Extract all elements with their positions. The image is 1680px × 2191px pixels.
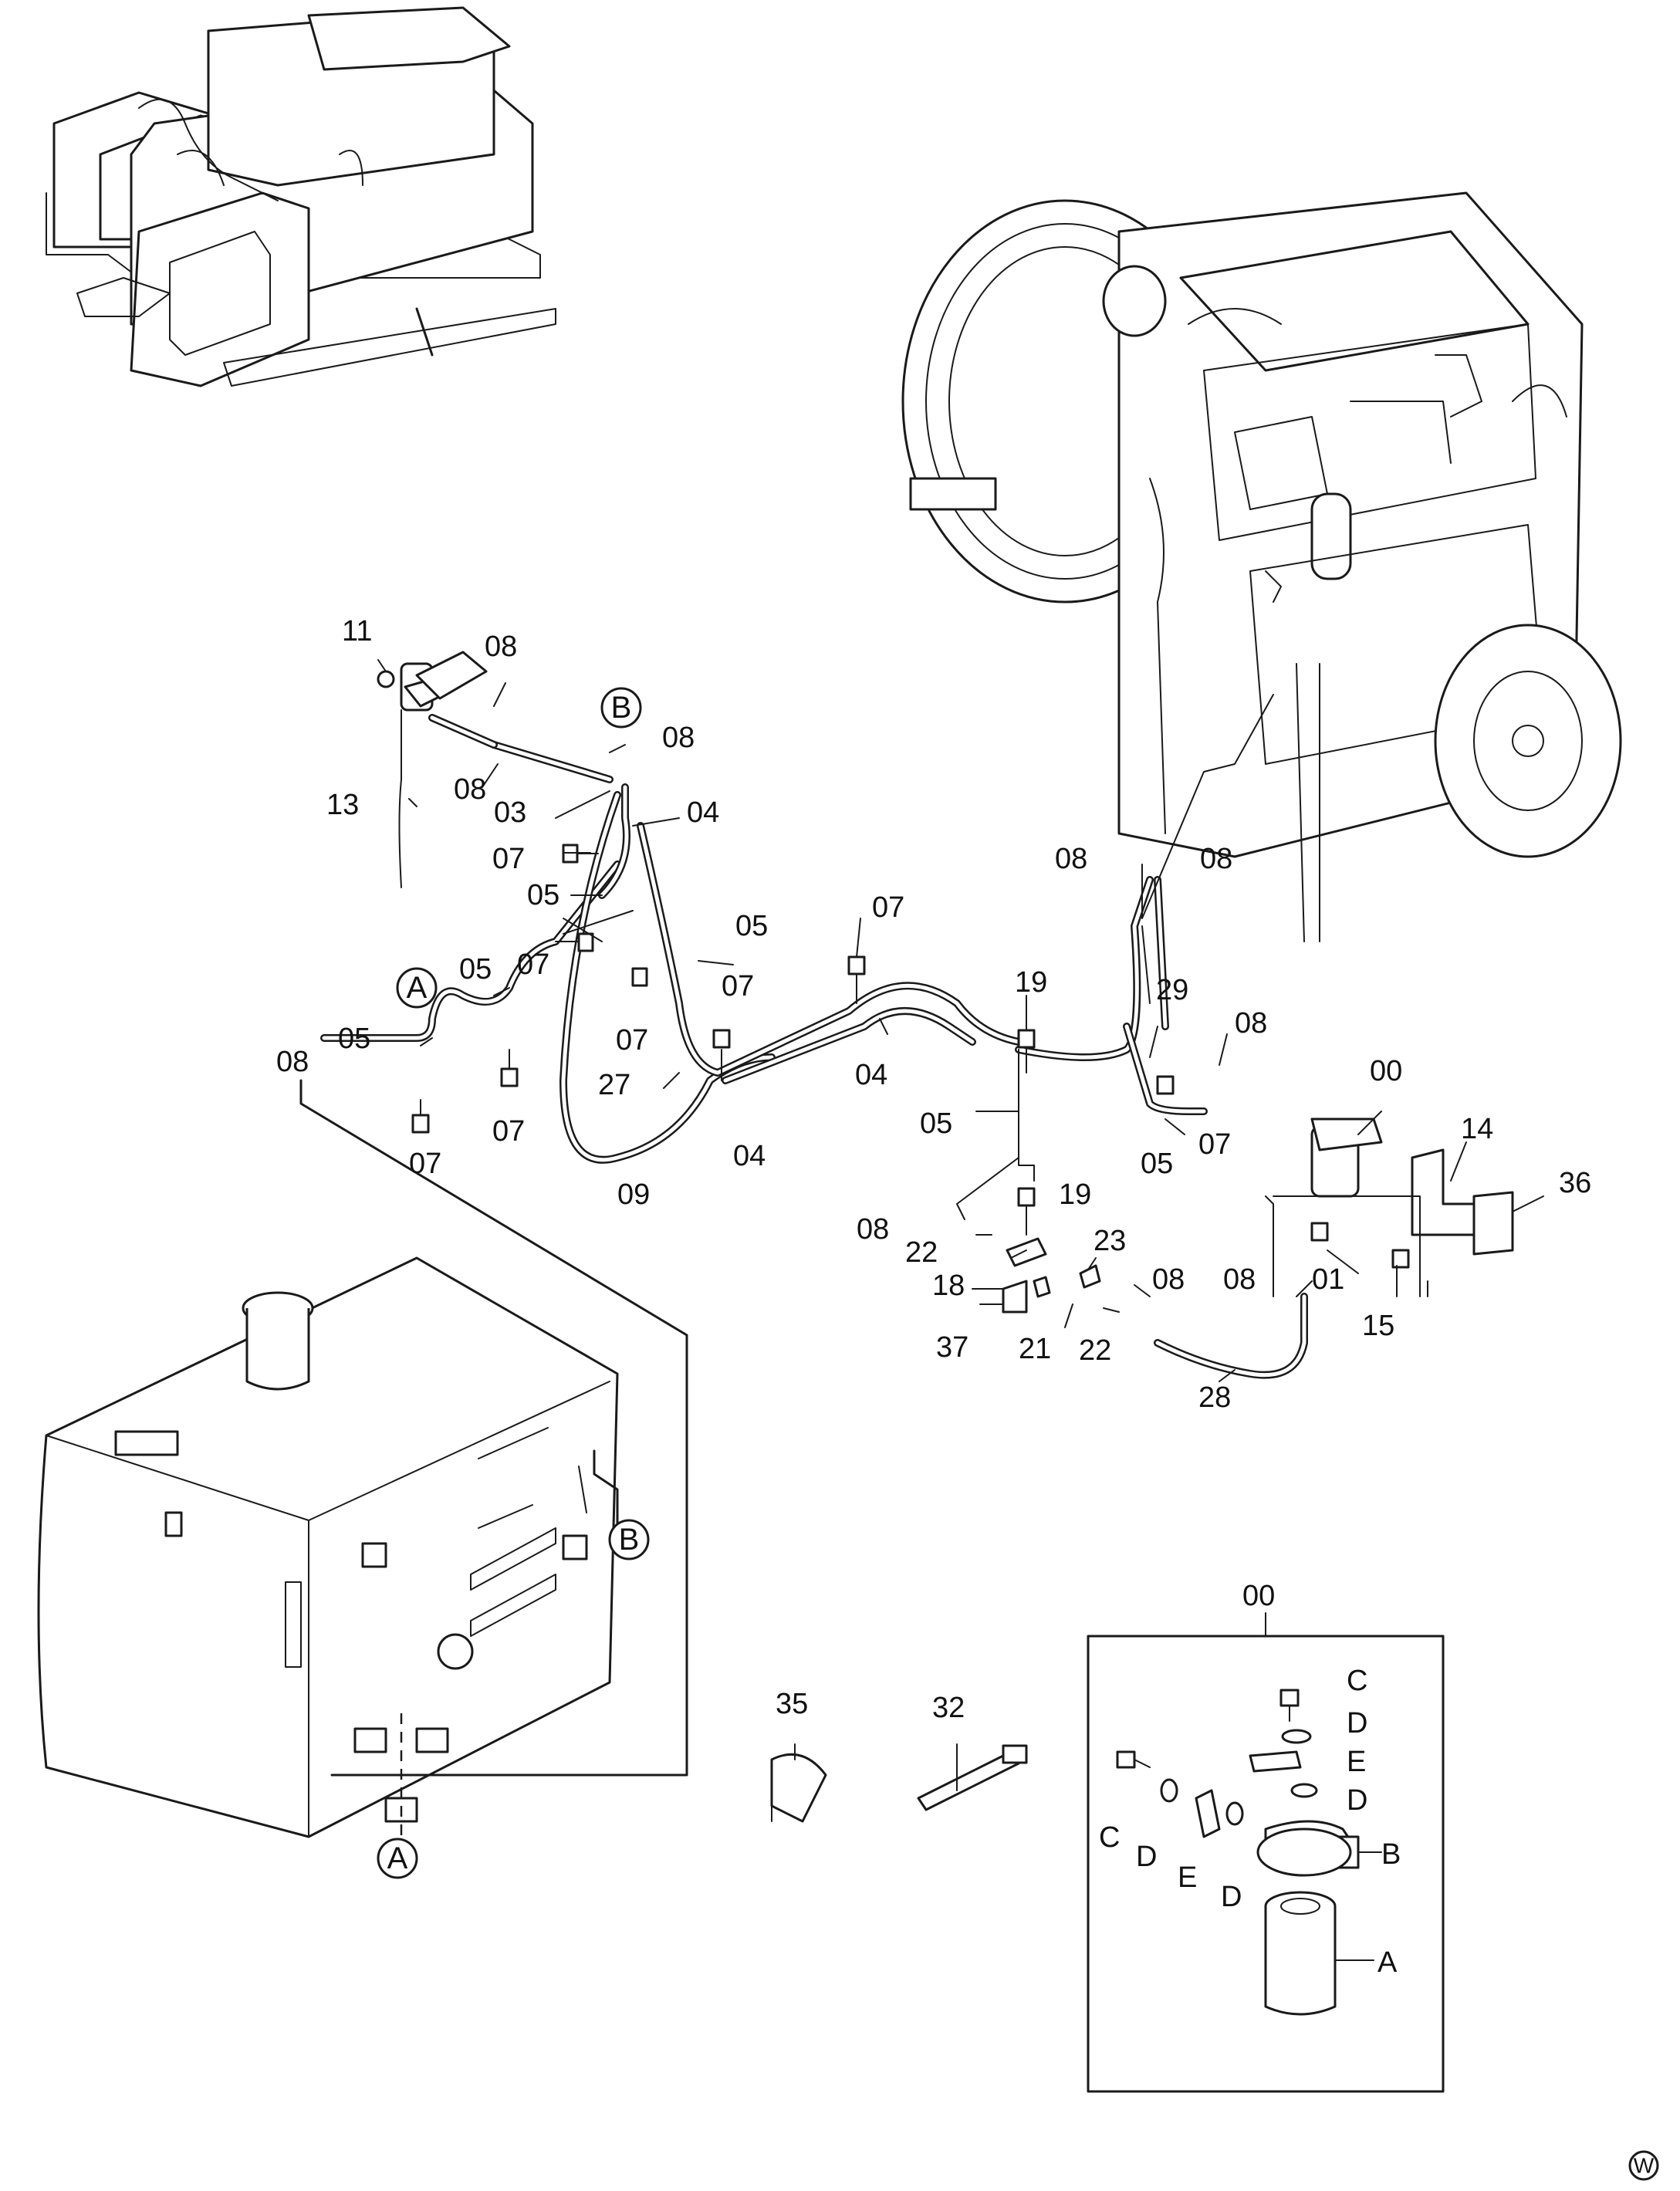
callout-07: 07 — [409, 1148, 441, 1180]
bolt-07-b — [577, 932, 594, 952]
callout-19: 19 — [1059, 1178, 1091, 1211]
reference-markers: B A B A W — [377, 687, 1659, 2181]
detail-label-d: D — [1221, 1881, 1242, 1913]
callout-08: 08 — [454, 773, 486, 806]
callout-11: 11 — [342, 615, 372, 647]
callout-19: 19 — [1015, 966, 1047, 999]
svg-text:A: A — [387, 1841, 408, 1875]
callout-15: 15 — [1362, 1310, 1394, 1342]
callout-18: 18 — [932, 1270, 965, 1302]
svg-text:W: W — [1634, 2154, 1655, 2178]
detail-label-c: C — [1099, 1821, 1120, 1854]
detail-label-b: B — [1381, 1838, 1401, 1871]
bolt-07-c — [411, 1099, 430, 1134]
callout-07: 07 — [616, 1024, 648, 1057]
callout-00: 00 — [1370, 1055, 1402, 1087]
callout-27: 27 — [598, 1069, 630, 1101]
filter-detail-box — [1087, 1612, 1445, 2093]
callout-08: 08 — [662, 722, 695, 754]
callout-22: 22 — [1079, 1334, 1111, 1367]
detail-label-d: D — [1136, 1841, 1157, 1873]
callout-00: 00 — [1242, 1580, 1275, 1612]
marker-b-top: B — [600, 687, 642, 729]
detail-label-c: C — [1347, 1665, 1367, 1697]
bolt-07-d — [500, 1049, 519, 1087]
engine-illustration — [901, 191, 1622, 942]
detail-label-d: D — [1347, 1707, 1367, 1740]
callout-05: 05 — [735, 910, 768, 942]
leader-lines — [299, 659, 1544, 1837]
callout-08: 08 — [1055, 843, 1087, 875]
callout-05: 05 — [338, 1023, 370, 1055]
callout-36: 36 — [1559, 1167, 1591, 1199]
callout-08: 08 — [1200, 843, 1232, 875]
bolt-07-g — [847, 955, 866, 1004]
callout-07: 07 — [1198, 1128, 1231, 1161]
marker-b-tank: B — [608, 1519, 650, 1560]
callout-08: 08 — [1223, 1263, 1256, 1296]
callout-23: 23 — [1094, 1225, 1126, 1257]
callout-08: 08 — [1235, 1007, 1267, 1040]
marker-a-left: A — [396, 967, 438, 1009]
svg-text:A: A — [407, 971, 428, 1005]
callout-08: 08 — [857, 1213, 889, 1246]
part-callouts: 11 08 08 08 13 03 04 07 05 07 05 07 05 0… — [276, 615, 1591, 1979]
bolt-07-f — [712, 1029, 731, 1070]
bolt-19-b — [1017, 1187, 1036, 1236]
fuel-tank-illustration — [37, 1256, 619, 1838]
bolt-07-e — [631, 967, 648, 987]
machine-overview-illustration — [46, 6, 556, 387]
detail-label-e: E — [1347, 1746, 1366, 1778]
callout-09: 09 — [617, 1178, 650, 1211]
bolt-07-h — [1156, 1075, 1175, 1095]
callout-28: 28 — [1198, 1381, 1231, 1414]
svg-text:B: B — [619, 1523, 640, 1557]
callout-03: 03 — [494, 796, 526, 829]
callout-05: 05 — [527, 879, 559, 911]
callout-01: 01 — [1312, 1263, 1344, 1296]
fuel-hoses — [320, 307, 1308, 1379]
detail-label-d: D — [1347, 1784, 1367, 1817]
marker-a-tank: A — [377, 1838, 418, 1879]
callout-07: 07 — [492, 1115, 525, 1148]
callout-04: 04 — [687, 796, 719, 829]
callout-08: 08 — [485, 631, 517, 663]
callout-22: 22 — [905, 1236, 938, 1269]
callout-13: 13 — [326, 789, 359, 821]
detail-label-a: A — [1377, 1946, 1398, 1979]
callout-07: 07 — [722, 970, 754, 1003]
callout-07: 07 — [872, 891, 904, 924]
callout-05: 05 — [1141, 1148, 1173, 1180]
callout-08: 08 — [276, 1046, 309, 1078]
callout-14: 14 — [1461, 1113, 1493, 1145]
svg-text:B: B — [611, 691, 632, 725]
callout-21: 21 — [1019, 1333, 1051, 1365]
callout-07: 07 — [517, 948, 549, 981]
detail-label-e: E — [1178, 1861, 1197, 1894]
callout-07: 07 — [492, 843, 525, 875]
callout-04: 04 — [733, 1140, 766, 1172]
callout-29: 29 — [1156, 974, 1188, 1006]
callout-05: 05 — [459, 953, 492, 986]
callout-04: 04 — [855, 1059, 887, 1091]
callout-35: 35 — [776, 1688, 808, 1720]
callout-05: 05 — [920, 1107, 952, 1140]
callout-32: 32 — [932, 1692, 965, 1724]
callout-08: 08 — [1152, 1263, 1185, 1296]
corner-marker-w: W — [1628, 2150, 1659, 2181]
callout-37: 37 — [936, 1331, 968, 1364]
